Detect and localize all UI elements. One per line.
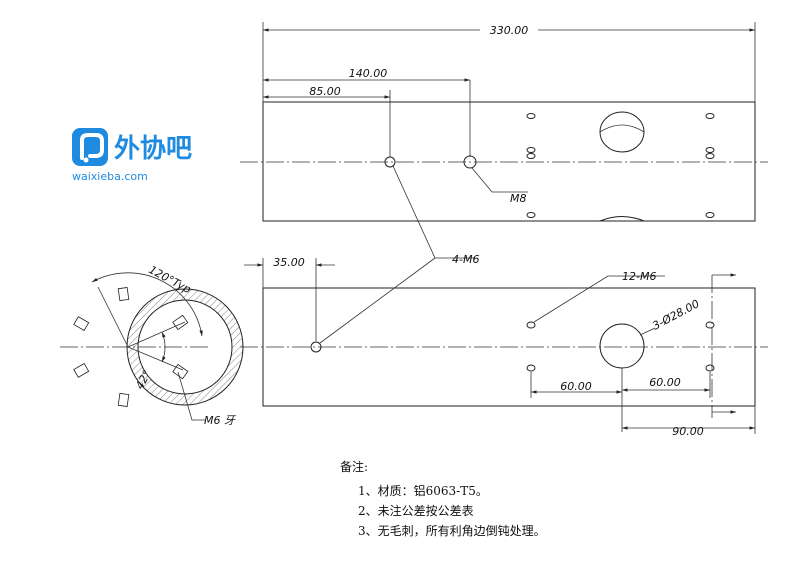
dim-140: 140.00 [263,67,471,157]
dim-35-label: 35.00 [273,256,305,269]
notes-title: 备注: [340,459,368,474]
notes-item-1: 1、材质：铝6063-T5。 [358,483,488,498]
big-hole-label: 3-Ø28.00 [650,297,701,332]
section-line [711,273,736,418]
dim-330-label: 330.00 [490,24,529,37]
m8-label: M8 [510,192,527,205]
dim-60-b: 60.00 [622,372,711,398]
top-dome-feature [599,111,645,153]
dim-60-a: 60.00 [530,368,623,432]
m6-thread-label: M6 牙 [204,414,236,427]
dim-85-label: 85.00 [309,85,341,98]
top-small-slots [526,113,715,218]
section-view: 120°Typ 42° M6 牙 [60,263,244,427]
four-m6-callout: 4-M6 [319,165,479,344]
notes-item-3: 3、无毛刺，所有利角边倒钝处理。 [358,524,546,538]
dim-90: 90.00 [622,406,756,438]
twelve-m6-label: 12-M6 [622,270,656,283]
m8-callout: M8 [471,167,528,205]
bottom-m6-hole [310,341,322,353]
bottom-big-hole [599,323,645,369]
dim-60b-label: 60.00 [649,376,681,389]
dim-85: 85.00 [263,85,391,157]
dim-35: 35.00 [244,256,335,341]
top-view-outline [262,101,756,222]
logo: 外协吧 waixieba.com [72,128,192,183]
dim-overall-length: 330.00 [262,22,756,102]
logo-mark-icon [72,128,108,166]
dim-60a-label: 60.00 [560,380,592,393]
bottom-small-slots [526,321,715,372]
bottom-view [240,273,768,418]
dim-90-label: 90.00 [672,425,704,438]
logo-domain: waixieba.com [72,170,148,183]
top-bottom-notch [599,216,645,222]
notes: 备注: 1、材质：铝6063-T5。 2、未注公差按公差表 3、无毛刺，所有利角… [340,459,546,538]
logo-name: 外协吧 [114,134,192,164]
dim-140-label: 140.00 [349,67,388,80]
big-hole-callout: 3-Ø28.00 [639,297,702,336]
top-view [240,101,768,222]
twelve-m6-callout: 12-M6 [533,270,665,323]
notes-item-2: 2、未注公差按公差表 [358,503,474,518]
four-m6-label: 4-M6 [452,253,479,266]
